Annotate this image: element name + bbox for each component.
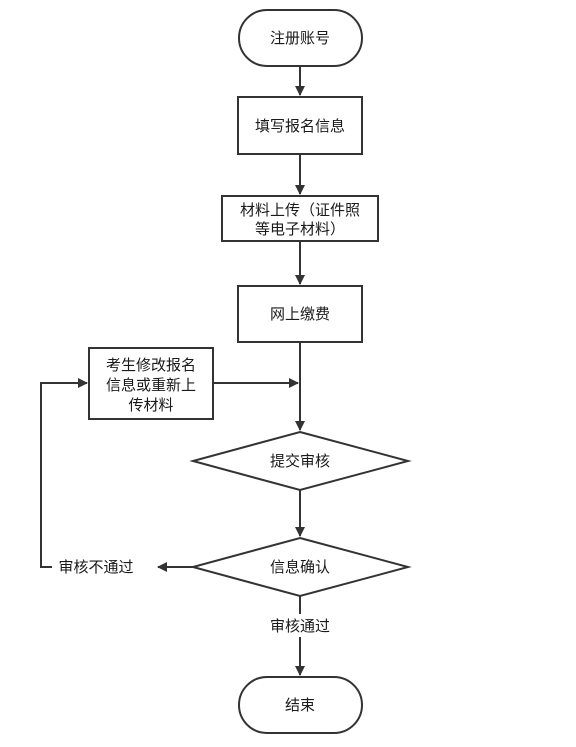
process-shape-upload [221,195,379,242]
edge-label-pass: 审核通过 [270,617,330,635]
node-confirm: 信息确认 [189,536,412,598]
node-modify-label-line1: 考生修改报名 [106,356,196,374]
node-register: 注册账号 [238,9,363,67]
node-modify: 考生修改报名 信息或重新上 传材料 [88,347,214,420]
node-pay: 网上缴费 [237,285,363,343]
terminal-shape-end [238,676,363,734]
decision-shape-confirm [189,536,412,598]
node-modify-label-line2: 信息或重新上 [106,376,196,394]
process-shape-pay [237,285,363,343]
node-pay-label: 网上缴费 [270,305,330,323]
node-register-label: 注册账号 [270,29,330,47]
edge-label-fail: 审核不通过 [58,558,133,576]
node-submit-review: 提交审核 [189,430,412,492]
process-shape-modify [88,347,214,420]
node-upload-label-line2: 等电子材料） [255,220,345,238]
process-shape-fill-info [237,96,363,155]
node-submit-review-label: 提交审核 [270,452,330,470]
terminal-shape-start [238,9,363,67]
node-modify-label-line3: 传材料 [128,396,173,414]
node-confirm-label: 信息确认 [270,558,330,576]
node-fill-info-label: 填写报名信息 [255,117,345,135]
node-upload-label-line1: 材料上传（证件照 [240,201,360,219]
node-upload: 材料上传（证件照 等电子材料） [221,195,379,242]
node-end-label: 结束 [285,696,315,714]
arrow-fail-loop-to-modify [40,378,88,568]
connectors [40,66,305,676]
node-end: 结束 [238,676,363,734]
node-fill-info: 填写报名信息 [237,96,363,155]
decision-shape-submit-review [189,430,412,492]
